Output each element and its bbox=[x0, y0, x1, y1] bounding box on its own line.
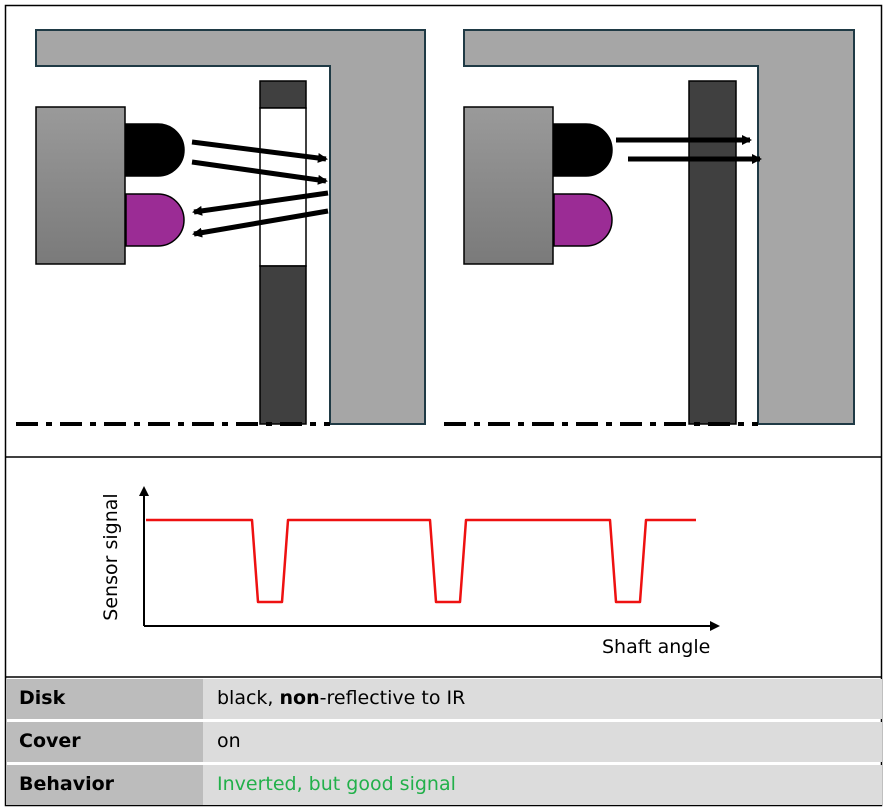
ir-ray-out bbox=[191, 159, 328, 185]
disk-left-bottom bbox=[259, 265, 307, 425]
signal-chart bbox=[139, 486, 720, 631]
disk-right bbox=[688, 80, 737, 425]
disk-left-top bbox=[259, 80, 307, 109]
signal-line bbox=[146, 518, 696, 604]
outer-frame bbox=[4, 4, 883, 807]
disk-left-slot bbox=[259, 107, 307, 267]
row-label-disk: Disk bbox=[19, 687, 66, 709]
ir-ray-back bbox=[192, 190, 329, 216]
x-axis-label: Shaft angle bbox=[602, 636, 711, 658]
table-row: Behavior Inverted, but good signal bbox=[6, 765, 882, 805]
table-row: Disk black, non-reflective to IR bbox=[6, 679, 882, 719]
receiver-led-left bbox=[125, 193, 185, 247]
sensor-body-left bbox=[35, 106, 126, 265]
table-row: Cover on bbox=[6, 722, 882, 762]
row-value-cover: on bbox=[217, 730, 241, 752]
row-label-behavior: Behavior bbox=[19, 773, 115, 795]
row-value-behavior: Inverted, but good signal bbox=[217, 773, 456, 795]
row-value-disk: black, non-reflective to IR bbox=[217, 687, 466, 709]
y-axis-label: Sensor signal bbox=[100, 493, 122, 621]
emitter-led-right bbox=[553, 123, 613, 177]
emitter-led-left bbox=[125, 123, 185, 177]
receiver-led-right bbox=[553, 193, 613, 247]
ir-ray-back bbox=[192, 208, 329, 238]
sensor-body-right bbox=[463, 106, 554, 265]
row-label-cover: Cover bbox=[19, 730, 81, 752]
ir-ray-out bbox=[191, 139, 328, 163]
